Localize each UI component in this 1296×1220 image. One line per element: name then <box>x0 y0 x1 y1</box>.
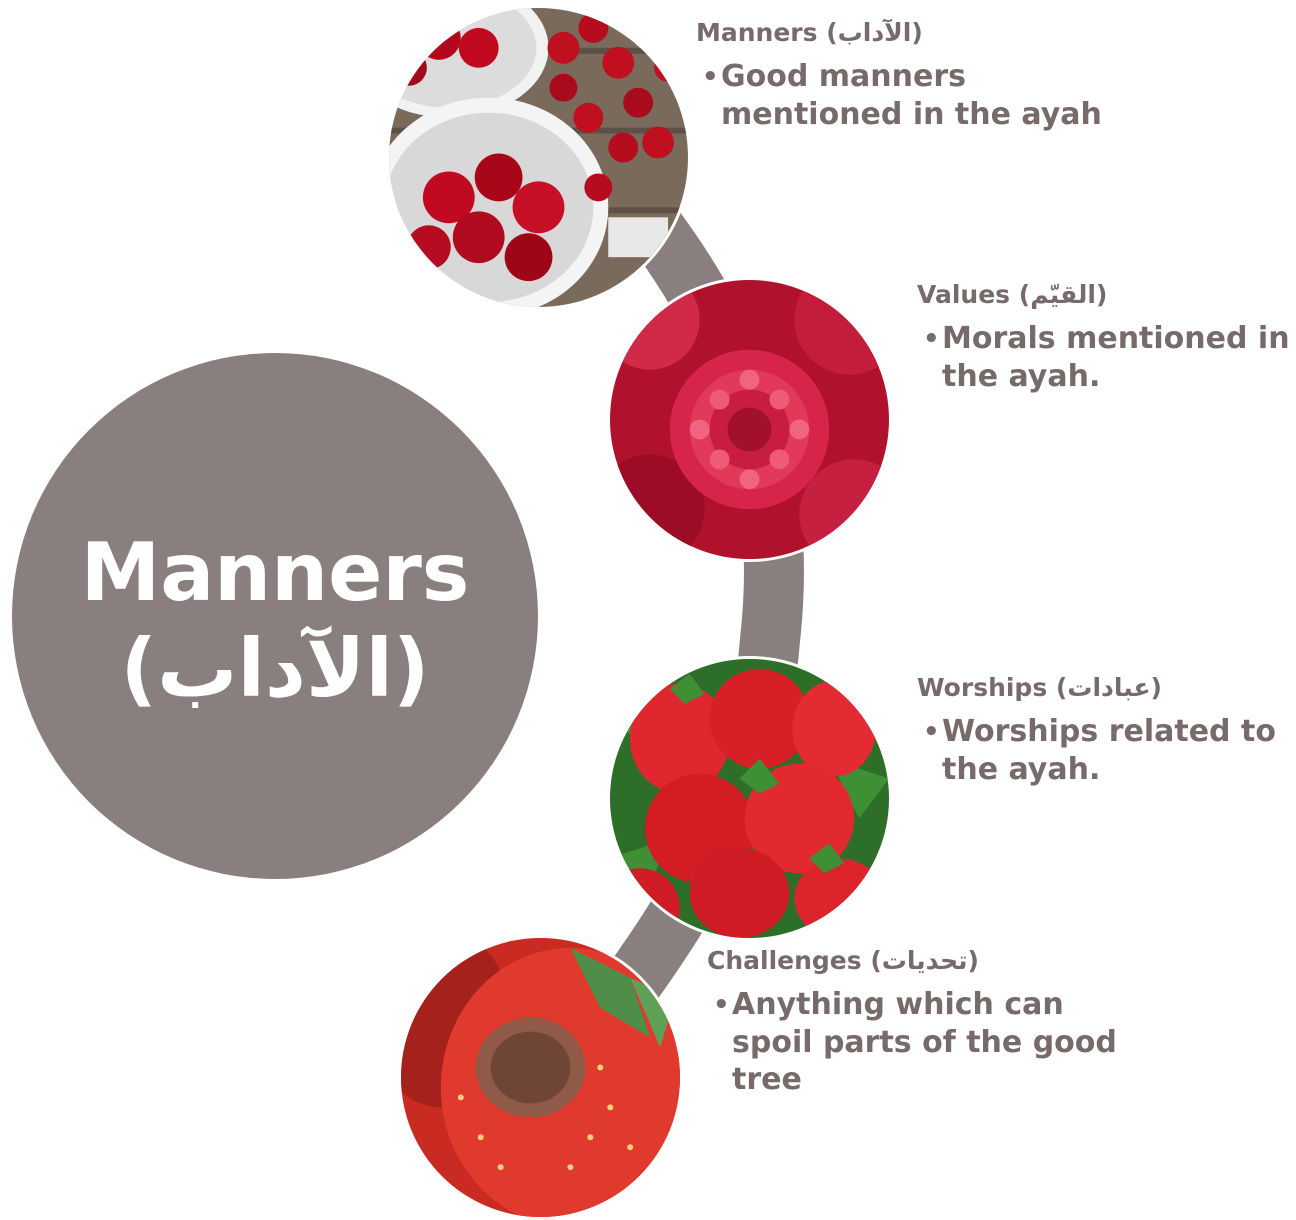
label-title: Worships (عبادات) <box>917 673 1295 703</box>
spoiled-strawberry-photo <box>398 935 683 1220</box>
label-worships: Worships (عبادات) • Worships related to … <box>917 673 1295 788</box>
label-bullet: • Worships related to the ayah. <box>917 713 1295 788</box>
strawberries-photo <box>607 656 892 941</box>
label-bullet-text: Worships related to the ayah. <box>942 714 1276 787</box>
label-challenges: Challenges (تحديات) • Anything which can… <box>707 946 1127 1099</box>
label-bullet: • Anything which can spoil parts of the … <box>707 986 1127 1099</box>
label-title: Manners (الآداب) <box>696 18 1136 48</box>
label-bullet: • Good manners mentioned in the ayah <box>696 58 1136 133</box>
bullet-icon: • <box>923 320 940 358</box>
label-bullet-text: Anything which can spoil parts of the go… <box>732 987 1117 1097</box>
center-circle: Manners (الآداب) <box>12 353 538 879</box>
label-title: Values (القيّم) <box>917 280 1295 310</box>
label-bullet-text: Good manners mentioned in the ayah <box>721 59 1102 132</box>
bullet-icon: • <box>923 713 940 751</box>
label-manners: Manners (الآداب) • Good manners mentione… <box>696 18 1136 133</box>
label-values: Values (القيّم) • Morals mentioned in th… <box>917 280 1295 395</box>
label-bullet-text: Morals mentioned in the ayah. <box>942 321 1290 394</box>
raspberries-photo <box>607 277 892 562</box>
center-subtitle: (الآداب) <box>121 621 430 717</box>
bullet-icon: • <box>713 986 730 1024</box>
bullet-icon: • <box>702 58 719 96</box>
center-title: Manners <box>81 525 470 621</box>
cherries-photo <box>386 5 691 310</box>
label-bullet: • Morals mentioned in the ayah. <box>917 320 1295 395</box>
label-title: Challenges (تحديات) <box>707 946 1127 976</box>
